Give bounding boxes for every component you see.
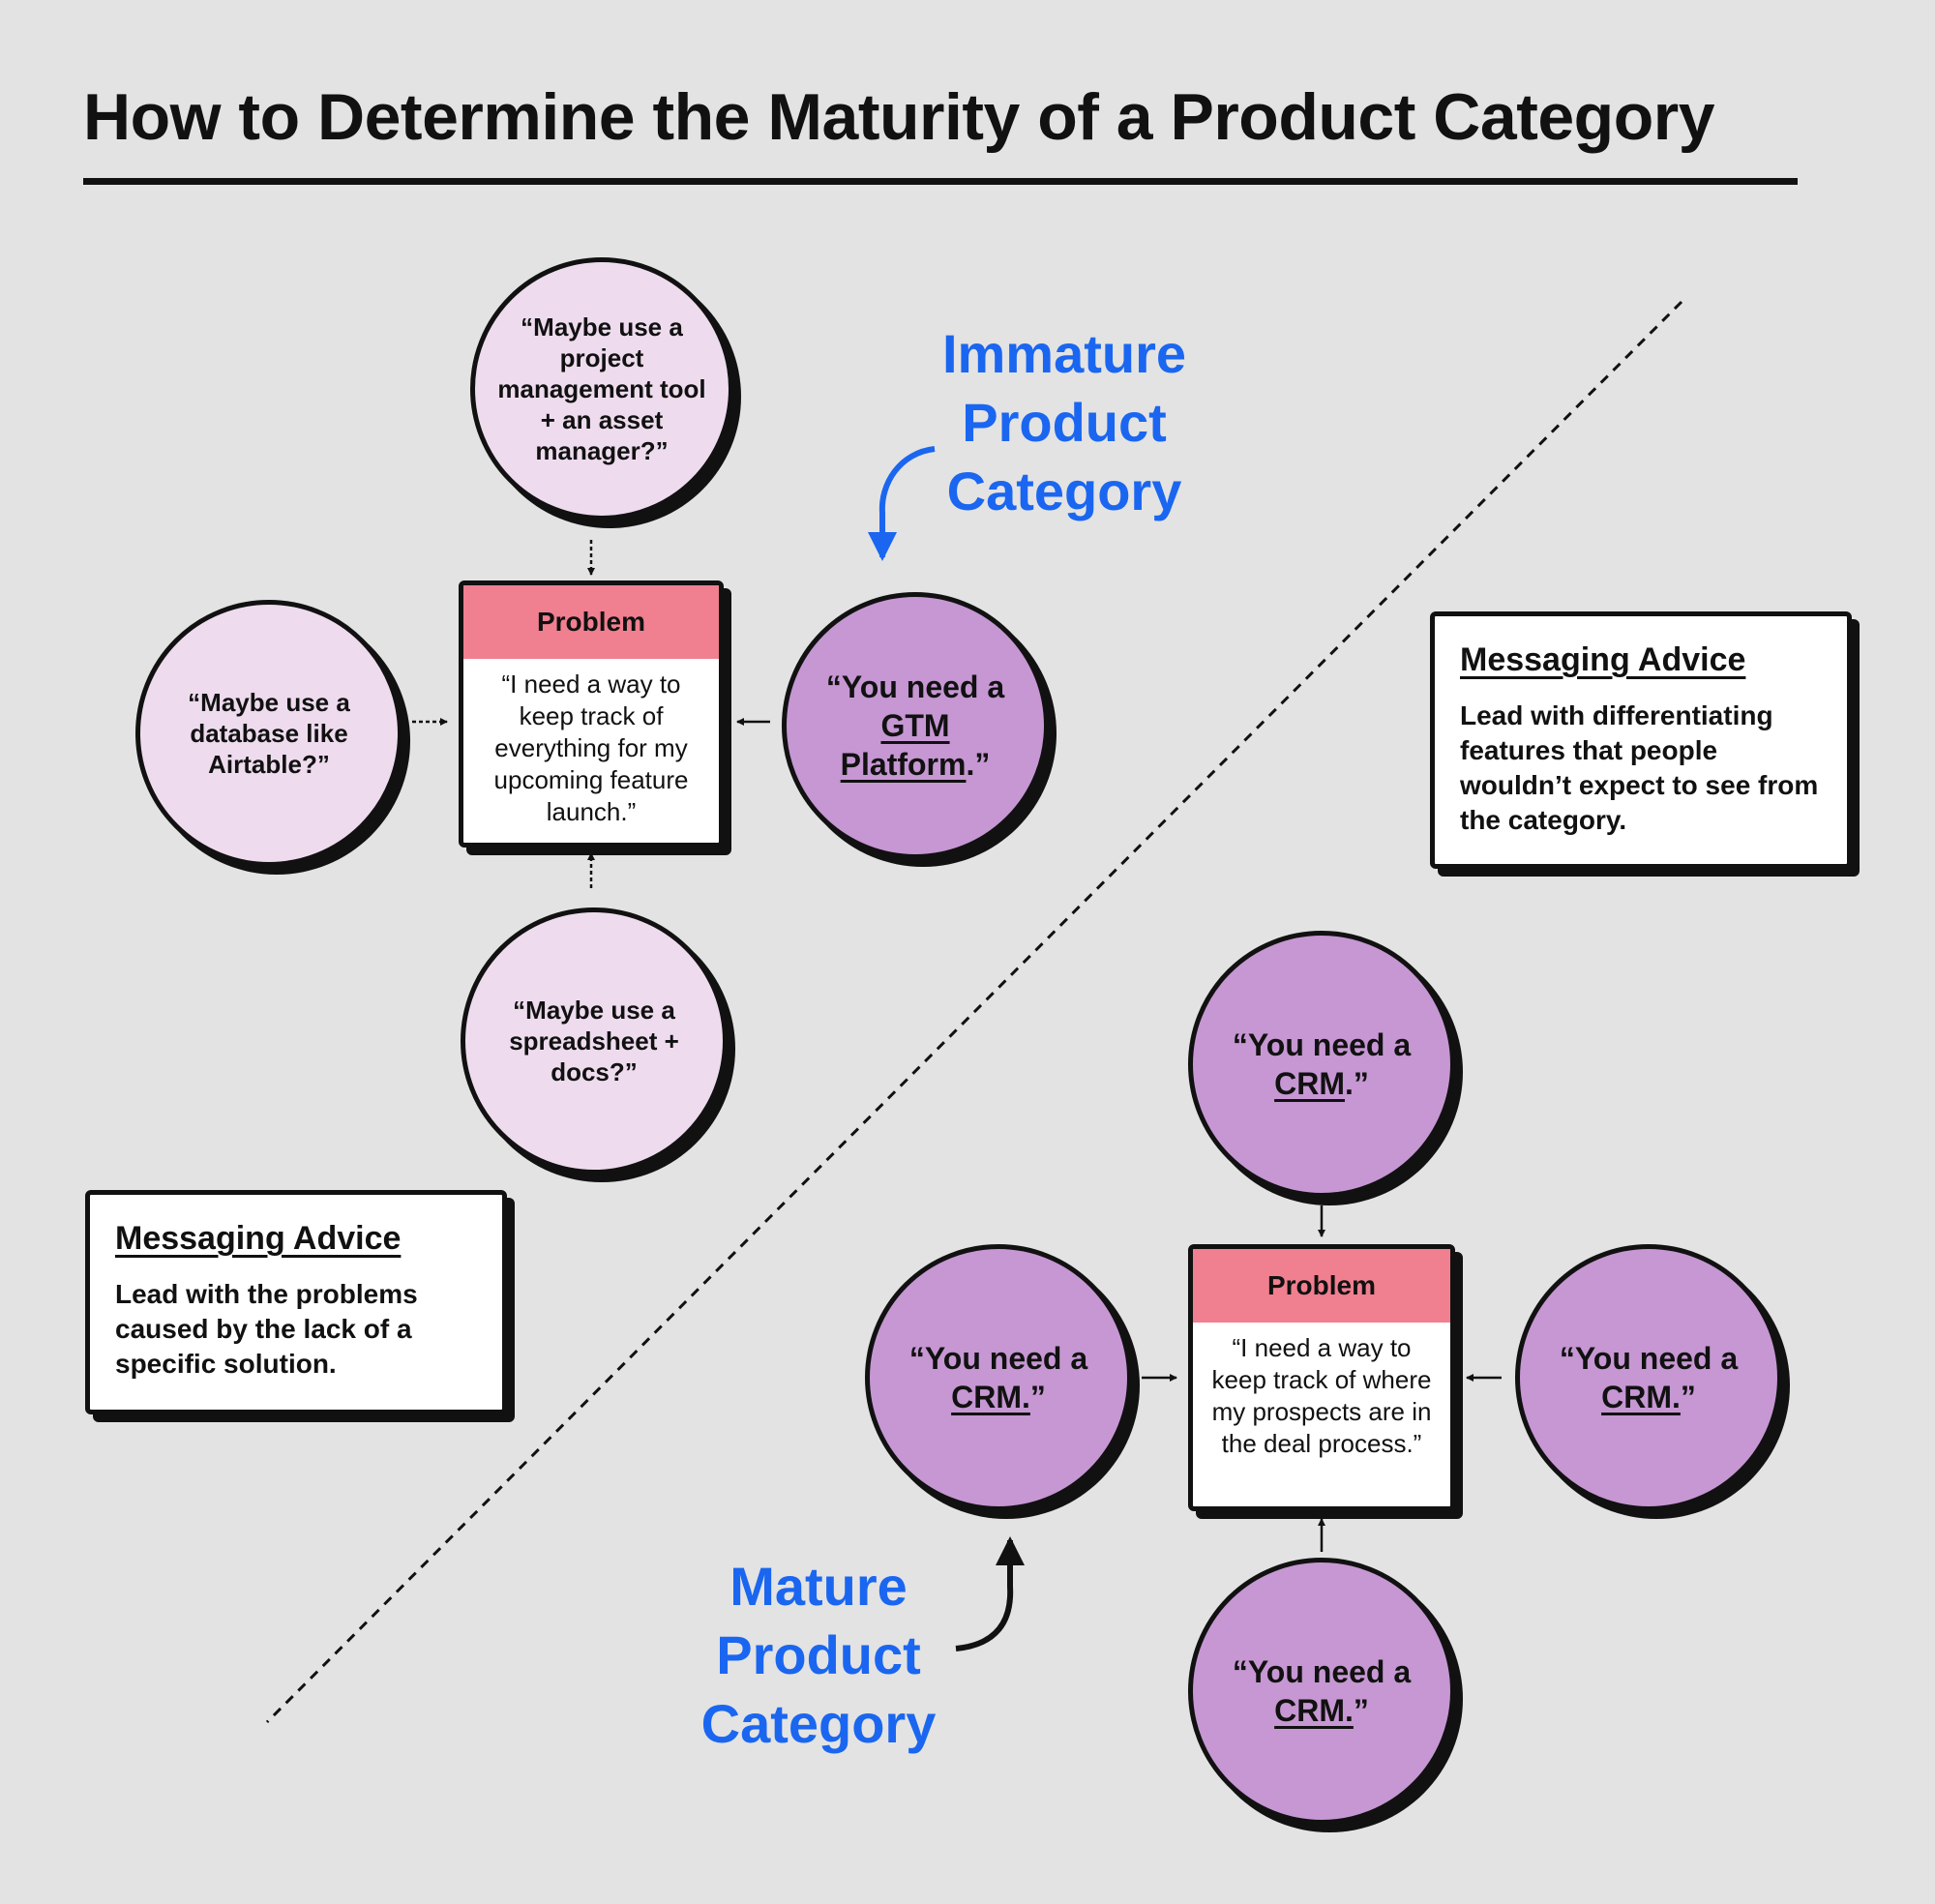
- mature-problem-text: “I need a way to keep track of where my …: [1211, 1333, 1432, 1458]
- immature-label-line-1: Immature: [941, 323, 1187, 384]
- immature-label-line-2: Product: [962, 392, 1167, 453]
- mature-circle-bottom: “You need a CRM.”: [1188, 1558, 1455, 1825]
- mature-circle-left-suffix: ”: [1029, 1380, 1046, 1414]
- mature-circle-top-suffix: .”: [1344, 1066, 1369, 1101]
- mature-circle-bottom-term: CRM.: [1274, 1693, 1354, 1728]
- mature-pointer-arrow: [955, 1536, 1025, 1651]
- mature-advice-text: Lead with the problems caused by the lac…: [115, 1279, 418, 1379]
- immature-messaging-advice: Messaging Advice Lead with differentiati…: [1430, 611, 1852, 869]
- mature-circle-top-term: CRM: [1274, 1066, 1345, 1101]
- mature-label-line-3: Category: [700, 1693, 937, 1754]
- mature-problem-header: Problem: [1193, 1249, 1450, 1323]
- mature-circle-bottom-prefix: “You need a: [1232, 1654, 1412, 1689]
- mature-circle-left-text: “You need a CRM.”: [892, 1339, 1105, 1416]
- mature-label-line-2: Product: [716, 1624, 921, 1685]
- immature-circle-right-term: GTM Platform: [840, 708, 967, 782]
- mature-circle-right-text: “You need a CRM.”: [1542, 1339, 1755, 1416]
- immature-advice-header: Messaging Advice: [1460, 641, 1746, 678]
- immature-circle-top: “Maybe use a project management tool + a…: [470, 257, 733, 521]
- immature-circle-top-text: “Maybe use a project management tool + a…: [497, 312, 706, 465]
- immature-problem-header: Problem: [463, 585, 719, 659]
- mature-circle-right-prefix: “You need a: [1559, 1341, 1739, 1376]
- diagonal-divider: [265, 300, 1683, 1724]
- immature-circle-left: “Maybe use a database like Airtable?”: [135, 600, 402, 867]
- mature-circle-top: “You need a CRM.”: [1188, 931, 1455, 1198]
- mature-advice-header: Messaging Advice: [115, 1220, 402, 1257]
- mature-category-label: Mature Product Category: [668, 1552, 969, 1758]
- immature-circle-left-text: “Maybe use a database like Airtable?”: [188, 688, 350, 779]
- mature-circle-bottom-suffix: ”: [1353, 1693, 1369, 1728]
- immature-label-line-3: Category: [946, 461, 1182, 521]
- mature-circle-top-prefix: “You need a: [1232, 1027, 1412, 1062]
- mature-circle-right-term: CRM.: [1601, 1380, 1681, 1414]
- immature-problem-text: “I need a way to keep track of everythin…: [493, 669, 689, 826]
- immature-circle-bottom-text: “Maybe use a spreadsheet + docs?”: [509, 996, 679, 1086]
- immature-circle-right-text: “You need a GTM Platform.”: [787, 668, 1044, 784]
- immature-advice-text: Lead with differentiating features that …: [1460, 700, 1819, 835]
- mature-circle-left-prefix: “You need a: [908, 1341, 1088, 1376]
- mature-circle-left: “You need a CRM.”: [865, 1244, 1132, 1511]
- immature-circle-right-prefix: “You need a: [825, 669, 1005, 704]
- mature-circle-right: “You need a CRM.”: [1515, 1244, 1782, 1511]
- mature-problem-card: Problem “I need a way to keep track of w…: [1188, 1244, 1455, 1511]
- mature-circle-top-text: “You need a CRM.”: [1215, 1026, 1428, 1103]
- immature-pointer-arrow: [868, 446, 936, 561]
- immature-problem-card: Problem “I need a way to keep track of e…: [459, 580, 724, 848]
- mature-circle-bottom-text: “You need a CRM.”: [1215, 1652, 1428, 1730]
- title-underline: [83, 178, 1798, 185]
- mature-circle-left-term: CRM.: [951, 1380, 1030, 1414]
- immature-circle-right-suffix: .”: [966, 747, 991, 782]
- mature-label-line-1: Mature: [729, 1556, 908, 1617]
- mature-circle-right-suffix: ”: [1680, 1380, 1696, 1414]
- mature-messaging-advice: Messaging Advice Lead with the problems …: [85, 1190, 507, 1414]
- page-title: How to Determine the Maturity of a Produ…: [83, 80, 1715, 154]
- immature-circle-right: “You need a GTM Platform.”: [782, 592, 1049, 859]
- immature-circle-bottom: “Maybe use a spreadsheet + docs?”: [461, 907, 728, 1175]
- immature-category-label: Immature Product Category: [900, 319, 1229, 525]
